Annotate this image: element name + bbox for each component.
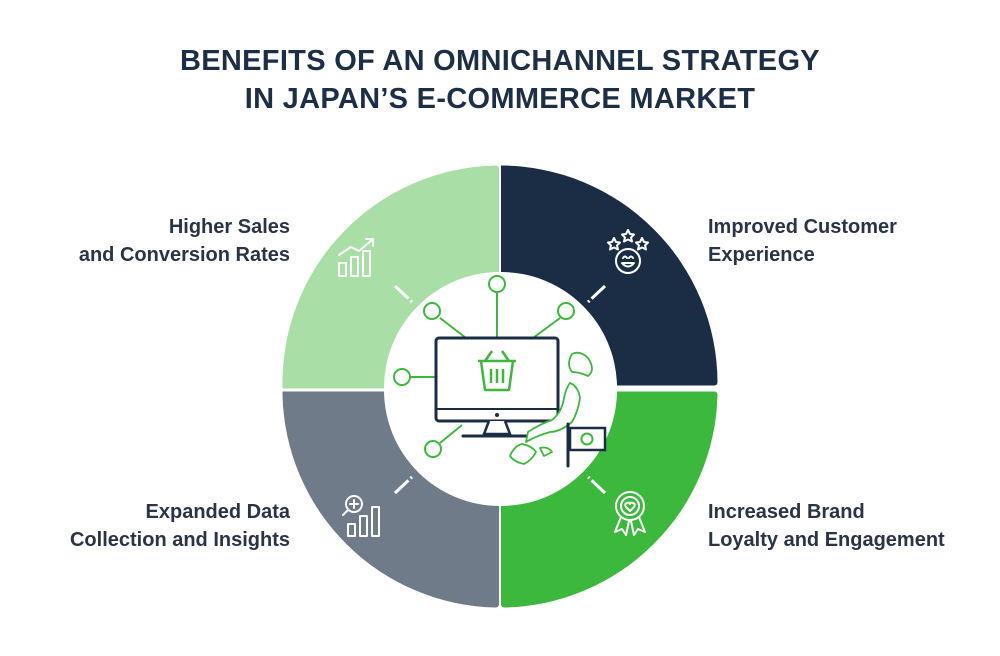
inner-ring-arc	[371, 395, 495, 519]
title-line-1: BENEFITS OF AN OMNICHANNEL STRATEGY	[180, 45, 820, 77]
center-illustration	[393, 275, 607, 468]
label-line: Collection and Insights	[69, 529, 290, 551]
japan-flag-icon	[566, 422, 607, 468]
award-ribbon-icon	[614, 491, 646, 536]
label-line: Expanded Data	[145, 501, 290, 523]
inner-ring	[371, 260, 629, 519]
japan-map-icon	[509, 351, 593, 465]
inner-ring-arc	[505, 395, 629, 519]
label-line: Increased Brand	[708, 501, 865, 523]
segment-ring	[282, 165, 718, 608]
segment-bottom-right	[501, 391, 718, 608]
label-brand-loyalty: Increased Brand Loyalty and Engagement	[708, 498, 945, 554]
label-customer-experience: Improved Customer Experience	[708, 213, 897, 269]
segment-top-left	[282, 165, 499, 389]
inner-ring-arc	[505, 260, 629, 384]
monitor-icon	[434, 336, 560, 438]
label-line: Experience	[708, 244, 815, 266]
happy-face-stars-icon	[607, 229, 649, 274]
inner-ring-arc	[371, 260, 495, 384]
label-line: and Conversion Rates	[78, 244, 290, 266]
label-line: Loyalty and Engagement	[708, 529, 945, 551]
shopping-basket-icon	[478, 350, 516, 392]
label-line: Higher Sales	[168, 216, 290, 238]
data-analysis-icon	[342, 495, 380, 537]
label-higher-sales: Higher Sales and Conversion Rates	[79, 213, 290, 269]
segment-top-right	[501, 165, 718, 386]
page-title: BENEFITS OF AN OMNICHANNEL STRATEGY IN J…	[0, 42, 1000, 118]
label-data-collection: Expanded Data Collection and Insights	[70, 498, 290, 554]
label-line: Improved Customer	[708, 216, 897, 238]
network-nodes-icon	[393, 275, 575, 458]
growth-chart-icon	[338, 238, 374, 277]
title-line-2: IN JAPAN’S E-COMMERCE MARKET	[244, 83, 756, 115]
segment-bottom-left	[282, 391, 499, 608]
